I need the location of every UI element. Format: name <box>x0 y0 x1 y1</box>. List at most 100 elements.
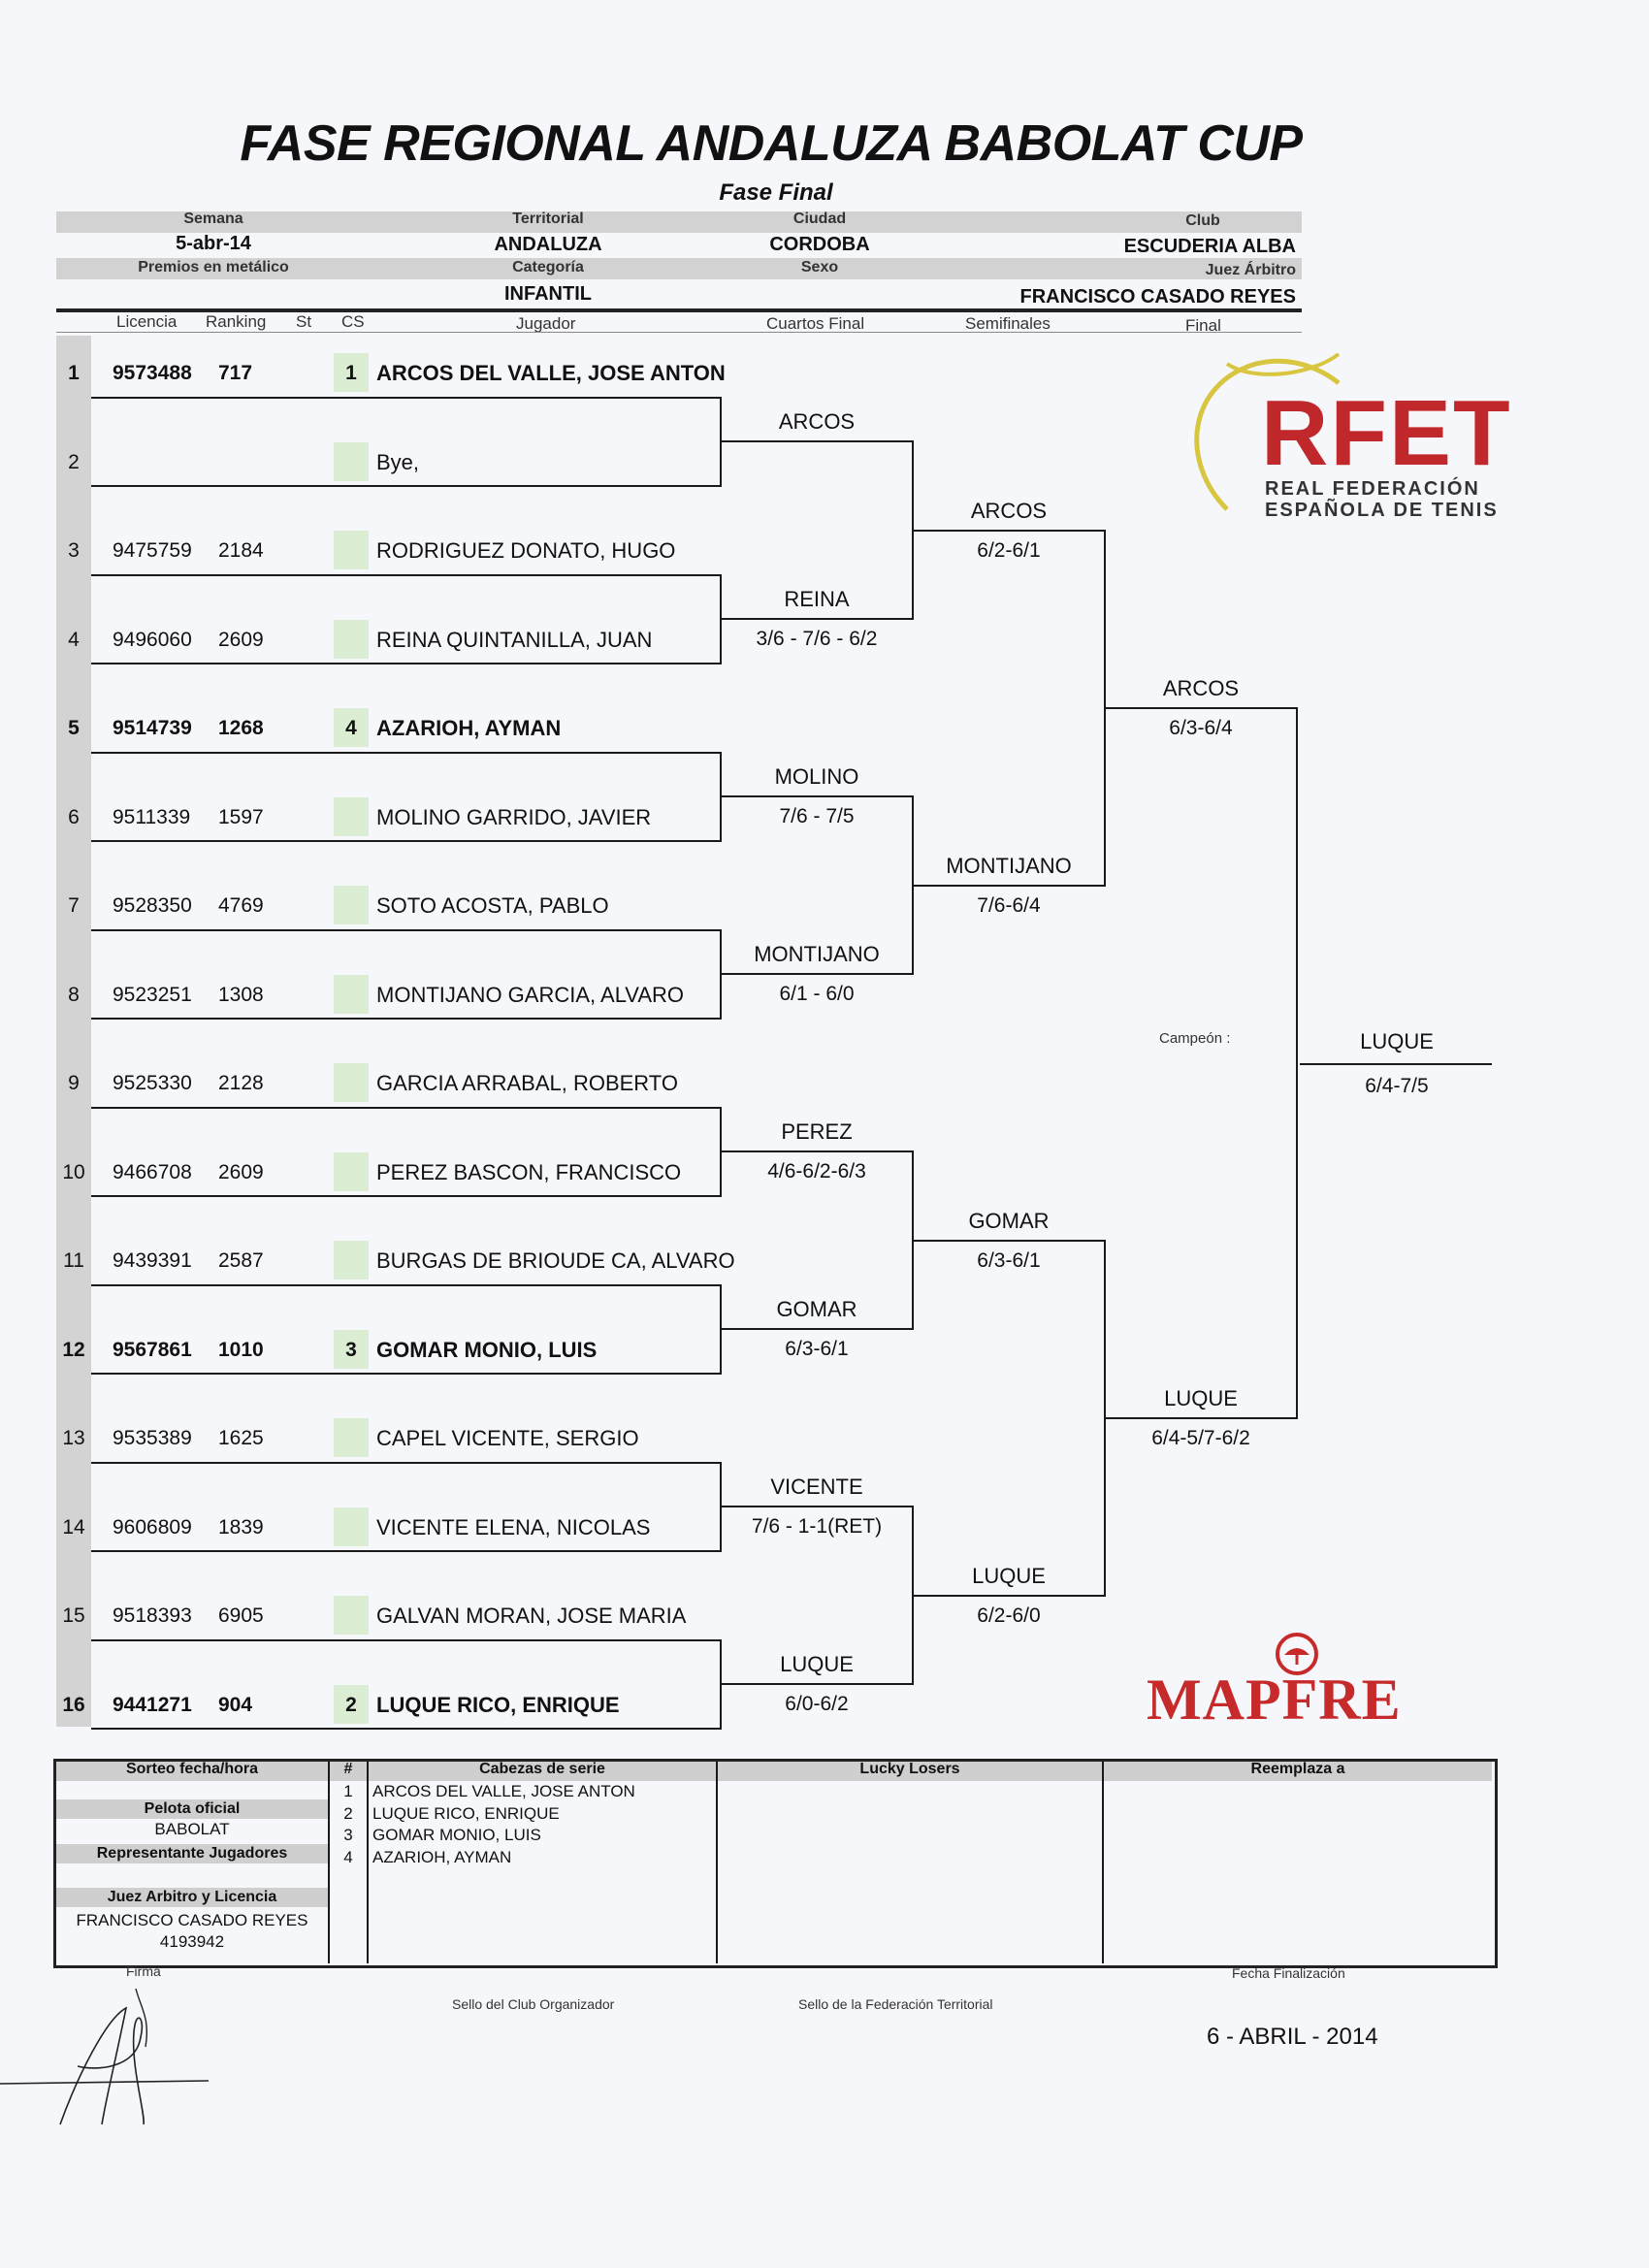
sf-score: 6/2-6/0 <box>977 1604 1041 1627</box>
player-name[interactable]: VICENTE ELENA, NICOLAS <box>376 1514 651 1539</box>
juez-name: FRANCISCO CASADO REYES <box>76 1911 308 1929</box>
sorteo-label: Sorteo fecha/hora <box>125 1761 259 1777</box>
player-licencia: 9573488 <box>113 362 192 384</box>
sf-winner: GOMAR <box>968 1208 1050 1233</box>
seed-list-number: 4 <box>343 1847 353 1866</box>
sello-federacion-label: Sello de la Federación Territorial <box>798 1996 993 2012</box>
seed-list-name: LUQUE RICO, ENRIQUE <box>372 1803 560 1823</box>
player-line <box>91 397 722 399</box>
seed-number: 3 <box>345 1338 357 1361</box>
col-ranking: Ranking <box>206 312 267 331</box>
mapfre-emblem-icon <box>1276 1633 1318 1675</box>
player-ranking: 2184 <box>218 539 264 562</box>
position-number: 13 <box>62 1427 85 1449</box>
juez-band <box>56 1888 328 1907</box>
seed-box <box>334 708 369 747</box>
representante-label: Representante Jugadores <box>96 1845 288 1862</box>
rfet-logo-line1: REAL FEDERACIÓN <box>1265 478 1480 500</box>
player-name[interactable]: AZARIOH, AYMAN <box>376 716 562 740</box>
seed-box <box>334 531 369 569</box>
player-name[interactable]: GALVAN MORAN, JOSE MARIA <box>376 1604 687 1628</box>
club-value: ESCUDERIA ALBA <box>1123 236 1296 257</box>
position-number: 14 <box>62 1515 85 1539</box>
qf-winner: MOLINO <box>774 764 859 790</box>
seed-box <box>334 1151 369 1191</box>
seed-list-name: AZARIOH, AYMAN <box>372 1847 512 1866</box>
player-ranking: 904 <box>218 1693 253 1716</box>
player-line <box>91 1194 722 1197</box>
rfet-logo-text: RFET <box>1261 381 1512 485</box>
column-header-rule <box>56 332 1302 333</box>
player-ranking: 1625 <box>218 1427 264 1449</box>
position-column <box>56 336 91 1727</box>
hash-label: # <box>343 1761 353 1777</box>
qf-line <box>720 973 914 976</box>
qf-score: 3/6 - 7/6 - 6/2 <box>756 628 878 651</box>
player-name[interactable]: GARCIA ARRABAL, ROBERTO <box>376 1071 678 1095</box>
pelota-band <box>56 1799 328 1819</box>
seed-box <box>334 1418 369 1457</box>
position-number: 15 <box>62 1604 85 1627</box>
pelota-value: BABOLAT <box>154 1820 230 1838</box>
player-name[interactable]: RODRIGUEZ DONATO, HUGO <box>376 538 676 563</box>
player-name[interactable]: MONTIJANO GARCIA, ALVARO <box>376 982 685 1007</box>
bt-div-2 <box>367 1762 369 1963</box>
col-cs: CS <box>341 312 365 331</box>
player-name[interactable]: CAPEL VICENTE, SERGIO <box>376 1426 639 1450</box>
tennis-ball-icon <box>1194 352 1341 511</box>
seed-box <box>334 441 369 481</box>
seed-box <box>334 619 369 659</box>
lucky-losers-label: Lucky Losers <box>859 1761 960 1777</box>
sf-winner: LUQUE <box>972 1563 1046 1588</box>
sf-winner: MONTIJANO <box>946 853 1072 878</box>
ciudad-value: CORDOBA <box>769 234 870 255</box>
position-number: 2 <box>68 450 80 473</box>
player-name[interactable]: PEREZ BASCON, FRANCISCO <box>376 1159 682 1184</box>
player-name[interactable]: Bye, <box>376 449 420 474</box>
position-number: 8 <box>68 983 80 1006</box>
reemplaza-label: Reemplaza a <box>1250 1761 1345 1777</box>
position-number: 7 <box>68 894 80 917</box>
seeds-label: Cabezas de serie <box>479 1761 605 1777</box>
champion-name: LUQUE <box>1360 1029 1434 1053</box>
player-line <box>91 1639 722 1641</box>
player-ranking: 4769 <box>218 894 264 917</box>
qf-line <box>720 1506 914 1508</box>
seed-box <box>334 353 369 392</box>
player-ranking: 1308 <box>218 983 264 1006</box>
player-ranking: 6905 <box>218 1604 264 1627</box>
player-name[interactable]: ARCOS DEL VALLE, JOSE ANTON <box>376 361 726 385</box>
position-number: 3 <box>68 539 80 562</box>
premios-label: Premios en metálico <box>138 259 289 275</box>
col-cuartos: Cuartos Final <box>766 314 865 333</box>
qf-line <box>720 1328 914 1331</box>
pelota-label: Pelota oficial <box>144 1800 241 1817</box>
player-ranking: 2587 <box>218 1249 264 1272</box>
qf-score: 6/3-6/1 <box>785 1338 849 1361</box>
player-name[interactable]: LUQUE RICO, ENRIQUE <box>376 1692 620 1717</box>
player-name[interactable]: MOLINO GARRIDO, JAVIER <box>376 804 652 829</box>
player-licencia: 9525330 <box>113 1072 192 1094</box>
champion-connector <box>1296 706 1298 1419</box>
seed-box <box>334 1063 369 1102</box>
player-name[interactable]: REINA QUINTANILLA, JUAN <box>376 627 653 652</box>
player-name[interactable]: GOMAR MONIO, LUIS <box>376 1337 598 1362</box>
mapfre-logo-text: MAPFRE <box>1147 1668 1402 1732</box>
document-title: FASE REGIONAL ANDALUZA BABOLAT CUP <box>240 115 1303 172</box>
player-name[interactable]: SOTO ACOSTA, PABLO <box>376 893 609 918</box>
seed-list-name: ARCOS DEL VALLE, JOSE ANTON <box>372 1782 635 1800</box>
fecha-finalizacion-value: 6 - ABRIL - 2014 <box>1207 2024 1378 2050</box>
player-licencia: 9514739 <box>113 717 192 739</box>
ciudad-label: Ciudad <box>792 211 847 227</box>
semana-label: Semana <box>183 211 243 227</box>
player-line <box>91 1017 722 1020</box>
finalist-score: 6/4-5/7-6/2 <box>1151 1426 1250 1449</box>
position-number: 4 <box>68 628 80 651</box>
player-name[interactable]: BURGAS DE BRIOUDE CA, ALVARO <box>376 1248 735 1273</box>
col-final: Final <box>1185 316 1221 335</box>
sf-score: 6/2-6/1 <box>977 538 1041 562</box>
sf-line <box>912 1239 1106 1242</box>
document-subtitle: Fase Final <box>719 179 833 206</box>
position-number: 1 <box>68 362 80 384</box>
position-number: 11 <box>63 1249 84 1272</box>
